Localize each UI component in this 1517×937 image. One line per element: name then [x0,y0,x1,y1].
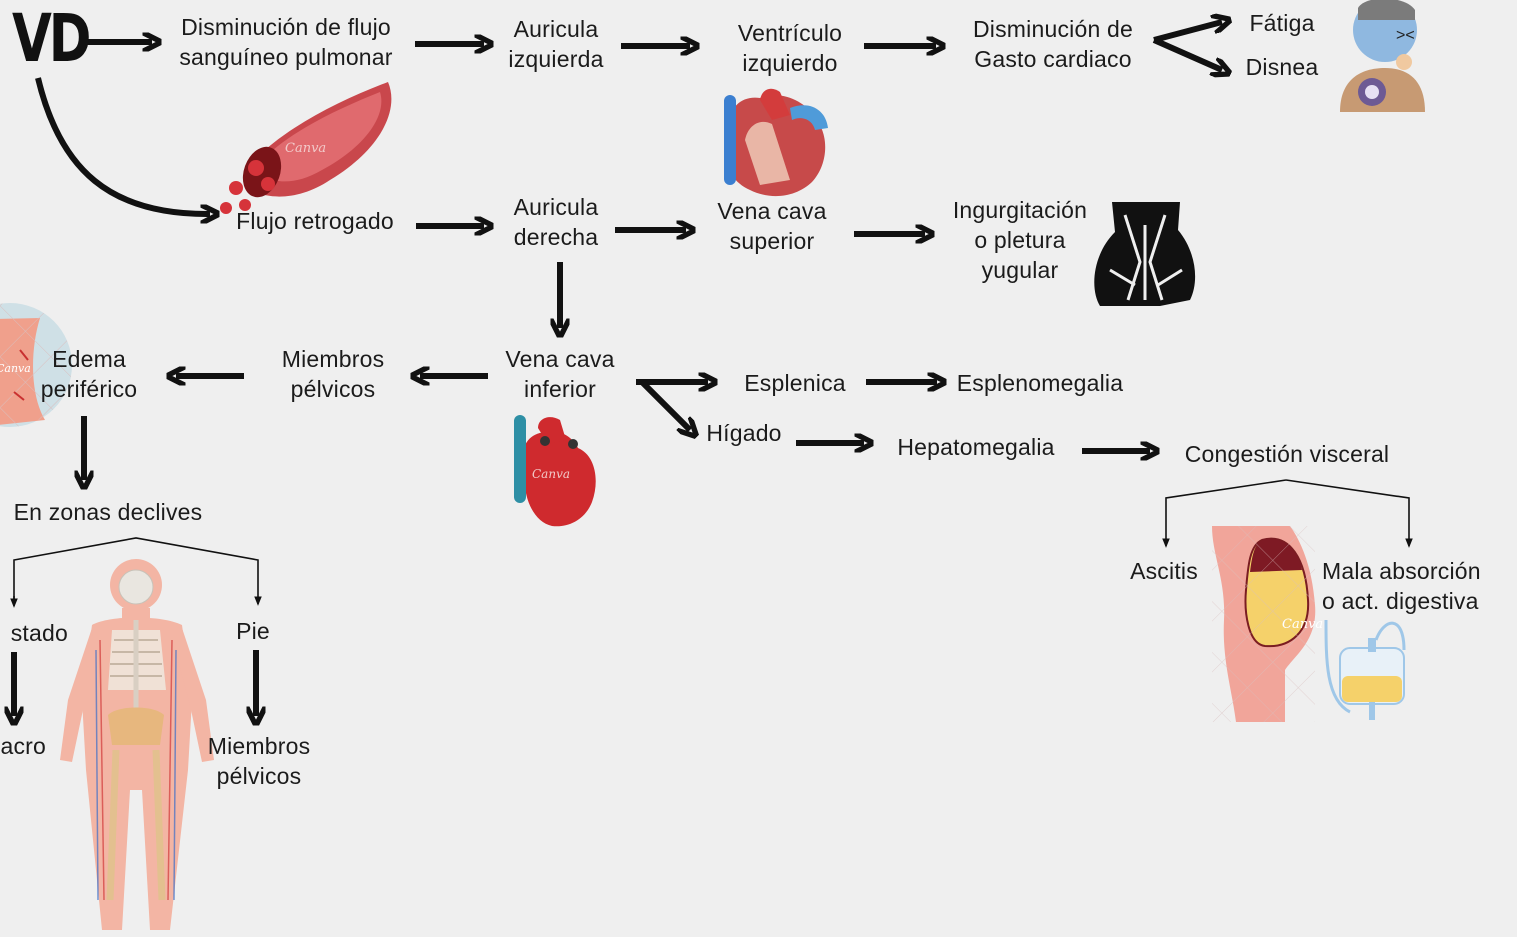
heart-anatomy-icon [724,88,828,197]
node-text: Gasto cardiaco [974,46,1132,72]
node-disminucion-flujo: Disminución de flujo sanguíneo pulmonar [158,12,414,72]
node-text: izquierdo [742,50,838,76]
ascites-abdomen-icon: Canva [1212,526,1323,722]
node-text: sanguíneo pulmonar [179,44,393,70]
node-text: izquierda [508,46,604,72]
node-vena-cava-superior: Vena cava superior [702,196,842,256]
node-hepatomegalia: Hepatomegalia [897,434,1055,460]
node-disnea: Disnea [1245,54,1319,80]
node-esplenica: Esplenica [744,370,846,396]
node-text: Auricula [513,194,599,220]
node-flujo-retrogado: Flujo retrogado [236,208,394,234]
arrow-vd-to-flujo-retrogado [35,77,210,214]
watermark-text: Canva [1282,617,1323,632]
watermark-text: Canva [0,362,31,375]
heart-icon: Canva [514,415,596,527]
arrow-vena-inf-to-higado [639,379,690,430]
node-text: pélvicos [216,763,302,789]
coughing-person-icon: >< [1340,0,1425,112]
node-acostado: stado [10,620,68,646]
human-body-icon [60,559,214,930]
node-text: Disminución de flujo [181,14,391,40]
node-miembros-pelvicos: Miembros pélvicos [264,344,402,404]
node-auricula-izquierda: Auricula izquierda [496,14,616,74]
node-text: o pletura [974,227,1066,253]
node-text: Miembros [281,346,385,372]
node-text: Disminución de [972,16,1134,42]
node-higado: Hígado [706,420,782,446]
drainage-bag-icon [1324,619,1406,720]
node-vena-cava-inferior: Vena cava inferior [494,344,626,404]
node-fatiga: Fátiga [1249,10,1315,36]
node-en-zonas-declives: En zonas declives [13,499,203,525]
node-text: Ingurgitación [952,197,1088,223]
node-edema-periferico: Edema periférico [28,344,150,404]
node-auricula-derecha: Auricula derecha [496,192,616,252]
node-ventriculo-izquierdo: Ventrículo izquierdo [718,18,862,78]
node-text: Vena cava [717,198,827,224]
node-text: Mala absorción [1322,558,1481,584]
node-text: Edema [52,346,126,372]
node-ingurgitacion: Ingurgitación o pletura yugular [934,195,1106,285]
node-text: Ventrículo [737,20,843,46]
node-pie: Pie [236,618,270,644]
node-miembros-pelvicos-2: Miembros pélvicos [194,731,324,791]
arrow-gasto-to-fatiga [1153,22,1222,43]
node-text: superior [729,228,815,254]
branch-lines [10,479,1413,608]
branch-congestion-right [1285,479,1413,548]
skin-edema-icon: Canva [0,303,72,427]
node-mala-absorcion: Mala absorción o act. digestiva [1322,556,1512,616]
node-disminucion-gasto: Disminución de Gasto cardiaco [950,14,1156,74]
node-text: Auricula [513,16,599,42]
node-text: yugular [981,257,1059,283]
watermark-text: Canva [532,467,570,481]
node-ascitis: Ascitis [1130,558,1198,584]
node-text: o act. digestiva [1322,588,1479,614]
arrow-gasto-to-disnea [1152,37,1222,70]
node-text: pélvicos [290,376,376,402]
node-text: derecha [513,224,599,250]
node-text: Vena cava [505,346,615,372]
watermark-text: Canva [285,141,326,156]
node-esplenomegalia: Esplenomegalia [956,370,1124,396]
node-text: inferior [524,376,596,402]
arrows [14,22,1222,716]
node-sacro: acro [0,733,46,759]
root-label-vd: VD [12,0,91,77]
branch-zonas [13,537,262,606]
node-text: periférico [40,376,138,402]
node-congestion-visceral: Congestión visceral [1184,441,1390,467]
red-blood-cells-icon: Canva [220,82,392,214]
svg-text:><: >< [1396,27,1415,44]
node-text: Miembros [207,733,311,759]
branch-congestion-left [1162,479,1287,548]
neck-muscles-icon [1094,202,1196,306]
